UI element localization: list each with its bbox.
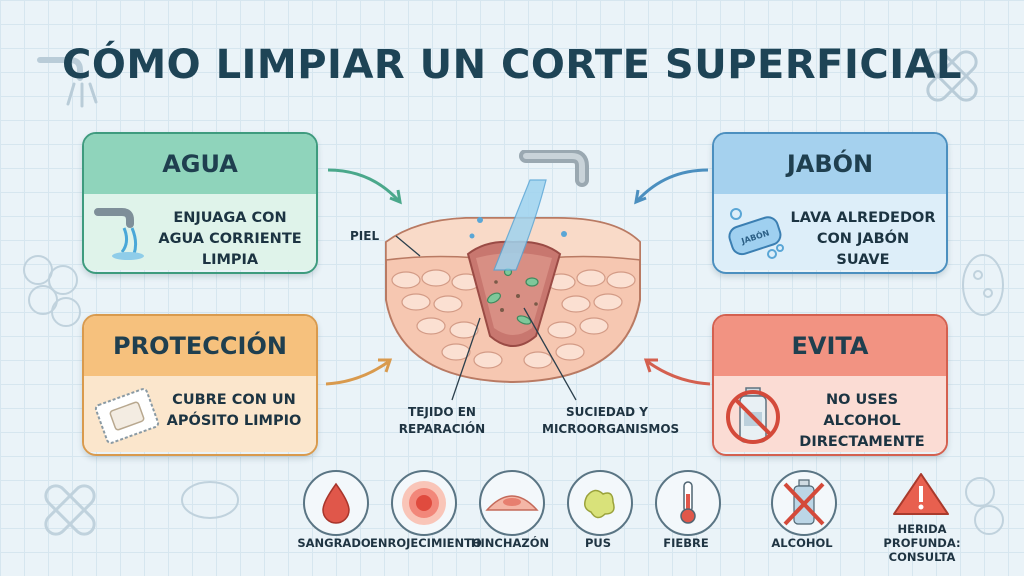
leader-lines (395, 235, 577, 401)
arrow-jabon (634, 168, 709, 205)
sign-label-hinchazon: HINCHAZÓN (470, 536, 550, 550)
sign-sangrado (303, 470, 369, 536)
cells-deco-icon (23, 255, 81, 327)
arrow-evita (643, 358, 711, 386)
wound-diagram (385, 150, 641, 384)
sign-label-alcohol: ALCOHOL (771, 536, 833, 550)
sign-label-pus: PUS (584, 536, 612, 550)
card-agua: AGUA ENJUAGA CON AGUA CORRIENTE LIMPIA (82, 132, 318, 274)
skin-label: PIEL (350, 229, 380, 243)
page-title: CÓMO LIMPIAR UN CORTE SUPERFICIAL (61, 42, 963, 88)
sign-fiebre (655, 470, 721, 536)
sign-alcohol (771, 470, 837, 536)
card-evita: EVITA NO USES ALCOHOL DIRECTAMENTE (712, 314, 948, 456)
sign-pus (567, 470, 633, 536)
card-proteccion-text: CUBRE CON UN APÓSITO LIMPIO (166, 392, 302, 429)
card-agua-title: AGUA (84, 134, 316, 194)
card-proteccion-title: PROTECCIÓN (84, 316, 316, 376)
sign-enrojecimiento (391, 470, 457, 536)
arrow-proteccion (325, 358, 393, 386)
cells-deco-icon-2 (965, 477, 1004, 535)
card-agua-text: ENJUAGA CON AGUA CORRIENTE LIMPIA (158, 210, 302, 268)
card-proteccion: PROTECCIÓN CUBRE CON UN APÓSITO LIMPIO (82, 314, 318, 456)
card-proteccion-body: CUBRE CON UN APÓSITO LIMPIO (84, 376, 316, 452)
card-jabon-text: LAVA ALREDEDOR CON JABÓN SUAVE (790, 210, 936, 268)
crossed-alcohol-icon (783, 479, 825, 526)
warning-triangle-icon (893, 473, 949, 515)
thermometer-icon (680, 481, 696, 524)
soap-bar-icon: JABÓN (728, 208, 784, 259)
card-evita-text: NO USES ALCOHOL DIRECTAMENTE (799, 392, 925, 450)
tissue-label: TEJIDO EN REPARACIÓN (398, 405, 486, 436)
card-evita-title: EVITA (714, 316, 946, 376)
bandage-pad-icon (94, 388, 160, 444)
bandage-deco-icon-2 (44, 484, 96, 536)
germ-deco-icon (181, 481, 239, 519)
redness-icon (402, 481, 446, 525)
blood-drop-icon (322, 482, 350, 524)
no-alcohol-icon (726, 387, 780, 444)
bacteria-deco-icon (962, 254, 1004, 316)
sign-label-fiebre: FIEBRE (663, 536, 709, 550)
card-jabon: JABÓN JABÓN LAVA ALREDEDOR CON JABÓN SUA… (712, 132, 948, 274)
sign-label-herida: HERIDA PROFUNDA: CONSULTA (883, 522, 961, 564)
swelling-icon (485, 495, 539, 511)
card-agua-body: ENJUAGA CON AGUA CORRIENTE LIMPIA (84, 194, 316, 270)
arrow-agua (327, 168, 402, 205)
pus-icon (584, 489, 615, 519)
faucet-water-icon (94, 208, 144, 260)
sign-hinchazon (479, 470, 545, 536)
sign-label-enrojecimiento: ENROJECIMIENTO (370, 536, 482, 550)
card-jabon-title: JABÓN (714, 134, 946, 194)
card-evita-body: NO USES ALCOHOL DIRECTAMENTE (714, 376, 946, 452)
dirt-label: SUCIEDAD Y MICROORGANISMOS (542, 405, 680, 436)
bandage-deco-icon (926, 50, 978, 102)
sign-label-sangrado: SANGRADO (297, 536, 371, 550)
card-jabon-body: JABÓN LAVA ALREDEDOR CON JABÓN SUAVE (714, 194, 946, 270)
faucet-deco-icon (37, 57, 98, 108)
